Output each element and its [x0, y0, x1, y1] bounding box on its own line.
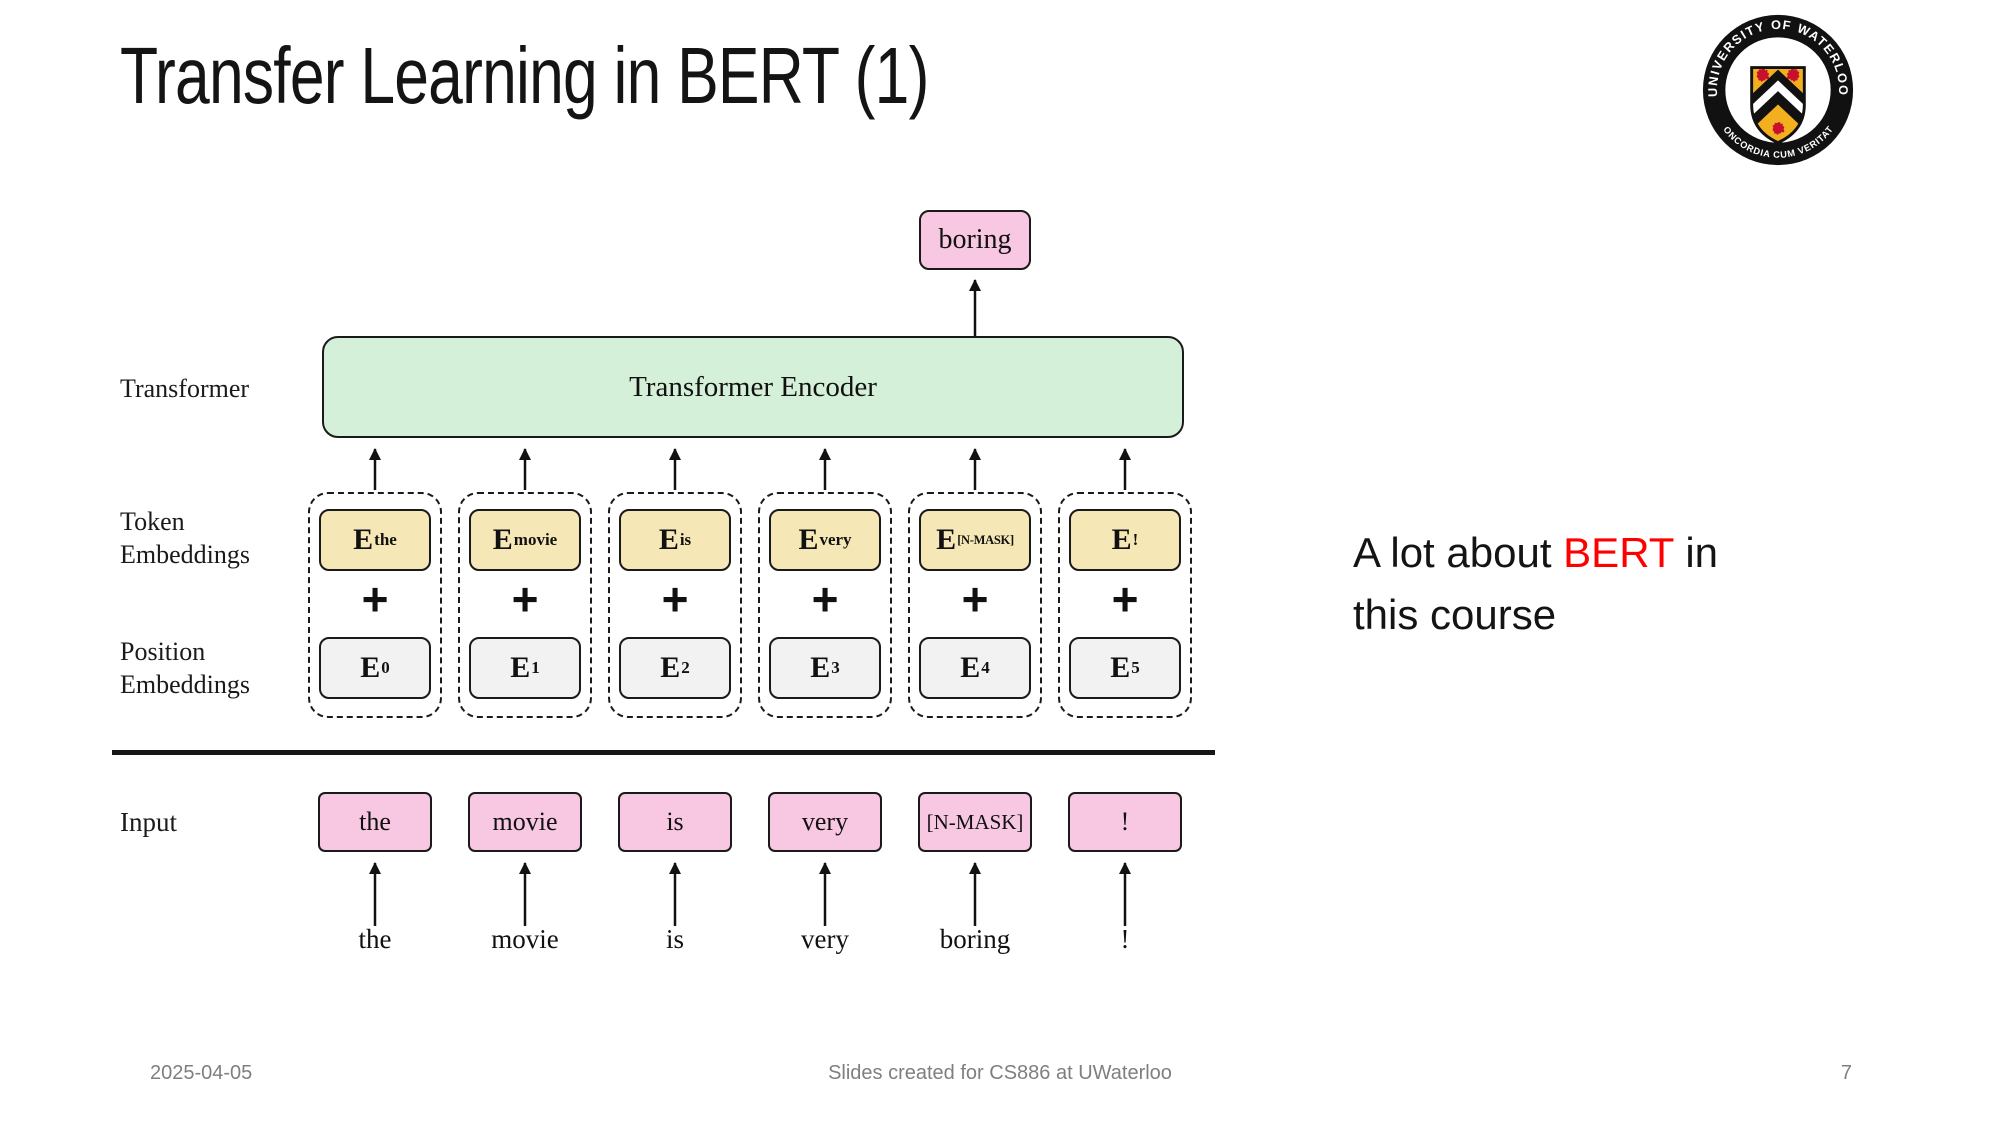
embedding-subscript: 5 [1131, 658, 1140, 677]
source-word: boring [939, 924, 1011, 954]
plus-sign: + [511, 573, 539, 625]
token-embedding-box: E! [1069, 509, 1181, 571]
embedding-group-box [308, 492, 442, 718]
embedding-symbol: E [660, 651, 681, 684]
embedding-symbol: E [798, 523, 819, 556]
embedding-subscript: 4 [981, 658, 990, 677]
embedding-subscript: 1 [531, 658, 540, 677]
label-position-line1: Position [120, 637, 206, 666]
embedding-group-box [1058, 492, 1192, 718]
label-position-line2: Embeddings [120, 670, 250, 699]
embedding-symbol: E [353, 523, 374, 556]
footer-page-number: 7 [1840, 1062, 1852, 1084]
source-word: very [801, 924, 849, 954]
embedding-subscript: the [374, 530, 397, 549]
embedding-subscript: movie [513, 530, 558, 549]
embedding-subscript: ! [1132, 530, 1139, 549]
output-token-box: boring [919, 210, 1031, 270]
input-token-box: ! [1068, 792, 1182, 852]
transformer-encoder-box: Transformer Encoder [322, 336, 1184, 438]
embedding-subscript: 0 [381, 658, 390, 677]
embedding-subscript: 2 [681, 658, 690, 677]
footer-caption: Slides created for CS886 at UWaterloo [828, 1062, 1172, 1084]
source-word: the [358, 924, 392, 954]
page-title: Transfer Learning in BERT (1) [120, 34, 1157, 118]
input-token-box: [N-MASK] [918, 792, 1032, 852]
annotation-line1: A lot about BERT in [1353, 522, 1718, 584]
label-transformer: Transformer [120, 374, 250, 403]
embedding-symbol: E [658, 523, 679, 556]
label-input: Input [120, 807, 177, 837]
annotation-post: in [1673, 529, 1719, 576]
input-token-box: very [768, 792, 882, 852]
embedding-symbol: E [360, 651, 381, 684]
uwaterloo-seal-logo: UNIVERSITY OF WATERLOO CONCORDIA CUM VER… [1700, 12, 1854, 166]
embedding-symbol: E [492, 523, 513, 556]
embedding-group-box [758, 492, 892, 718]
embedding-group-box [908, 492, 1042, 718]
plus-sign: + [1111, 573, 1139, 625]
embedding-group-box [458, 492, 592, 718]
label-token-embeddings: Token Embeddings [120, 505, 250, 571]
annotation-pre: A lot about [1353, 529, 1564, 576]
label-position-embeddings: Position Embeddings [120, 635, 250, 701]
label-token-line1: Token [120, 507, 185, 536]
embedding-symbol: E [510, 651, 531, 684]
plus-sign: + [361, 573, 389, 625]
embedding-subscript: is [679, 530, 692, 549]
embedding-subscript: [N-MASK] [957, 532, 1014, 547]
plus-sign: + [811, 573, 839, 625]
input-separator-line [112, 750, 1215, 755]
token-embedding-box: E[N-MASK] [919, 509, 1031, 571]
source-word: is [665, 924, 684, 954]
annotation-text: A lot about BERT in this course [1353, 522, 1718, 646]
embedding-symbol: E [960, 651, 981, 684]
input-token-box: is [618, 792, 732, 852]
embedding-subscript: very [819, 530, 852, 549]
embedding-symbol: E [810, 651, 831, 684]
footer-date: 2025-04-05 [150, 1062, 253, 1084]
embedding-subscript: 3 [831, 658, 840, 677]
embedding-group-box [608, 492, 742, 718]
embedding-symbol: E [1110, 651, 1131, 684]
embedding-symbol: E [1111, 523, 1132, 556]
input-token-box: movie [468, 792, 582, 852]
plus-sign: + [961, 573, 989, 625]
input-token-box: the [318, 792, 432, 852]
embedding-symbol: E [936, 523, 957, 556]
page-title-text: Transfer Learning in BERT (1) [120, 31, 929, 120]
annotation-line2: this course [1353, 591, 1557, 638]
label-token-line2: Embeddings [120, 540, 250, 569]
source-word: movie [491, 924, 559, 954]
annotation-highlight: BERT [1563, 529, 1674, 576]
plus-sign: + [661, 573, 689, 625]
source-word: ! [1120, 924, 1130, 954]
